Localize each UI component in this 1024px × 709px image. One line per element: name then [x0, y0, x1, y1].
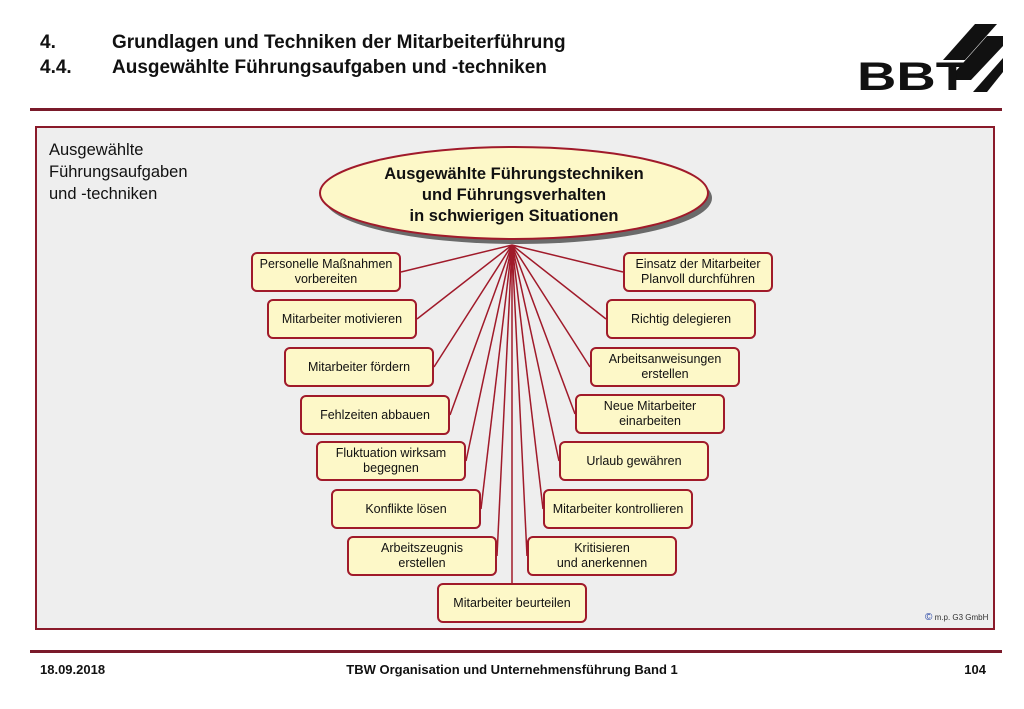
- topic-box-line: und anerkennen: [556, 556, 648, 570]
- topic-box-line: Mitarbeiter beurteilen: [453, 595, 571, 610]
- center-topic-line: und Führungsverhalten: [421, 185, 607, 204]
- topic-box-line: Personelle Maßnahmen: [259, 257, 393, 271]
- topic-box-line: Neue Mitarbeiter: [603, 399, 697, 413]
- topic-box-line: einarbeiten: [619, 414, 681, 428]
- footer-date: 18.09.2018: [40, 662, 106, 677]
- topic-box-line: Fehlzeiten abbauen: [320, 407, 430, 422]
- topic-box-line: Konflikte lösen: [365, 501, 447, 516]
- footer-page-number: 104: [964, 662, 986, 677]
- side-label-line: Führungsaufgaben: [49, 163, 188, 181]
- topic-box-line: Arbeitsanweisungen: [608, 352, 722, 366]
- side-label: Ausgewählte Führungsaufgaben und -techni…: [49, 139, 188, 205]
- connector-line: [416, 244, 513, 320]
- topic-box-line: Arbeitszeugnis: [381, 541, 463, 555]
- connector-line: [511, 244, 560, 462]
- topic-box-line: Planvoll durchführen: [641, 272, 755, 286]
- topic-box-line: Fluktuation wirksam: [335, 446, 447, 460]
- topic-box-left-5: Konflikte lösen: [331, 489, 481, 529]
- connector-line: [511, 244, 624, 273]
- connector-line: [465, 244, 513, 462]
- topic-box-right-1: Richtig delegieren: [606, 299, 756, 339]
- topic-box-line: Richtig delegieren: [630, 311, 732, 326]
- center-topic: Ausgewählte Führungstechniken und Führun…: [322, 156, 706, 234]
- copyright-text: m.p. G3 GmbH: [934, 613, 989, 622]
- topic-box-right-4: Urlaub gewähren: [559, 441, 709, 481]
- topic-box-line: Mitarbeiter fördern: [307, 359, 411, 374]
- topic-box-bottom-0: Mitarbeiter beurteilen: [437, 583, 587, 623]
- side-label-line: und -techniken: [49, 185, 158, 203]
- connector-line: [449, 244, 513, 416]
- center-ellipse: [319, 146, 709, 240]
- topic-box-right-5: Mitarbeiter kontrollieren: [543, 489, 693, 529]
- center-topic-line: in schwierigen Situationen: [409, 206, 619, 225]
- logo-lettering: BBT: [857, 55, 969, 94]
- copyright-note: © m.p. G3 GmbH: [925, 612, 988, 623]
- topic-box-line: begegnen: [363, 461, 419, 475]
- topic-box-line: Urlaub gewähren: [586, 453, 682, 468]
- connector-line: [511, 244, 544, 510]
- topic-box-line: vorbereiten: [294, 272, 358, 286]
- copyright-symbol: ©: [925, 612, 933, 623]
- connector-line: [400, 244, 513, 273]
- side-label-line: Ausgewählte: [49, 141, 144, 159]
- connector-line: [480, 244, 513, 510]
- connector-line: [511, 244, 576, 415]
- topic-box-line: Mitarbeiter motivieren: [281, 311, 403, 326]
- header-rule: [30, 108, 1002, 111]
- connector-line: [496, 244, 513, 557]
- topic-box-left-1: Mitarbeiter motivieren: [267, 299, 417, 339]
- connector-line: [433, 244, 513, 368]
- footer-rule: [30, 650, 1002, 653]
- topic-box-line: erstellen: [398, 556, 446, 570]
- topic-box-line: Mitarbeiter kontrollieren: [552, 501, 684, 516]
- topic-box-line: erstellen: [641, 367, 689, 381]
- footer-title: TBW Organisation und Unternehmensführung…: [346, 662, 678, 677]
- topic-box-line: Einsatz der Mitarbeiter: [635, 257, 761, 271]
- connector-line: [511, 244, 528, 557]
- heading-number-1: 4.: [40, 32, 56, 53]
- bbt-logo: BBT: [857, 24, 1003, 94]
- center-topic-line: Ausgewählte Führungstechniken: [384, 164, 644, 183]
- heading-text-2: Ausgewählte Führungsaufgaben und -techni…: [112, 57, 547, 78]
- topic-box-left-2: Mitarbeiter fördern: [284, 347, 434, 387]
- heading-number-2: 4.4.: [40, 57, 72, 78]
- topic-box-line: Kritisieren: [574, 541, 630, 555]
- connector-line: [511, 244, 607, 320]
- connector-line: [511, 244, 591, 368]
- topic-box-left-3: Fehlzeiten abbauen: [300, 395, 450, 435]
- heading-text-1: Grundlagen und Techniken der Mitarbeiter…: [112, 32, 566, 53]
